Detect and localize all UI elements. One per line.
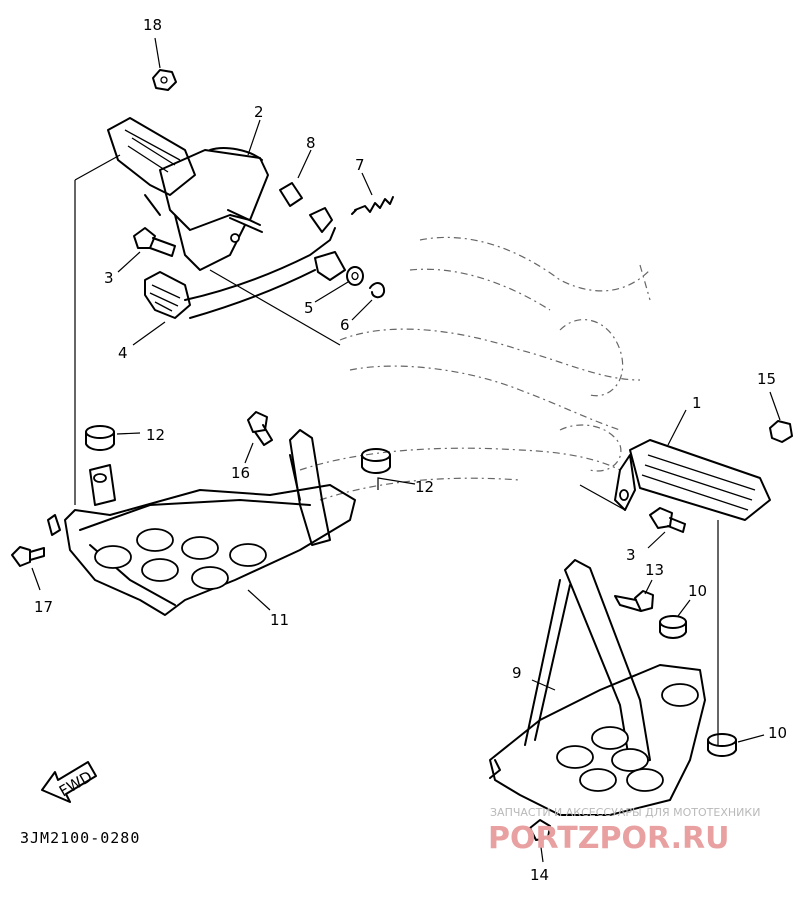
guide-lines bbox=[74, 154, 719, 745]
callout-15: 15 bbox=[757, 370, 776, 388]
callout-11: 11 bbox=[270, 611, 289, 629]
part-11-passenger-footrest-plate-left bbox=[47, 429, 356, 616]
callout-3-lower: 3 bbox=[626, 546, 636, 564]
callout-3-upper: 3 bbox=[104, 269, 114, 287]
part-8-collar bbox=[279, 182, 303, 207]
part-2-rider-footrest-bracket-left bbox=[107, 117, 269, 271]
callout-12-right: 12 bbox=[415, 478, 434, 496]
part-1-rider-footrest-right bbox=[614, 439, 771, 521]
part-10-grommet-right-b bbox=[707, 733, 737, 757]
part-5-washer bbox=[346, 266, 364, 286]
fwd-label: FWD bbox=[56, 767, 95, 800]
fwd-arrow: FWD bbox=[41, 761, 97, 803]
part-3-bolt-lower bbox=[649, 507, 686, 533]
diagram-code: 3JM2100-0280 bbox=[20, 829, 140, 847]
callout-14: 14 bbox=[530, 866, 549, 884]
part-4-brake-pedal bbox=[144, 207, 346, 319]
callout-16: 16 bbox=[231, 464, 250, 482]
callout-13: 13 bbox=[645, 561, 664, 579]
part-13-bolt bbox=[614, 590, 654, 612]
callout-numbers: 18 2 8 7 3 4 5 6 12 16 12 17 11 1 15 3 1… bbox=[34, 16, 787, 884]
callout-1: 1 bbox=[692, 394, 702, 412]
part-12-grommet-left-a bbox=[85, 425, 115, 451]
callout-10-lower: 10 bbox=[768, 724, 787, 742]
callout-2: 2 bbox=[254, 103, 264, 121]
callout-18: 18 bbox=[143, 16, 162, 34]
callout-7: 7 bbox=[355, 156, 365, 174]
callout-leaders bbox=[31, 37, 781, 863]
part-9-passenger-footrest-plate-right bbox=[489, 559, 706, 816]
part-6-cotter-pin bbox=[369, 282, 386, 299]
callout-8: 8 bbox=[306, 134, 316, 152]
callout-17: 17 bbox=[34, 598, 53, 616]
callout-5: 5 bbox=[304, 299, 314, 317]
part-12-grommet-left-b bbox=[361, 448, 391, 474]
part-7-return-spring bbox=[351, 196, 394, 215]
part-10-grommet-right-a bbox=[659, 615, 687, 639]
part-18-nut bbox=[152, 69, 177, 91]
callout-6: 6 bbox=[340, 316, 350, 334]
callout-10-upper: 10 bbox=[688, 582, 707, 600]
callout-4: 4 bbox=[118, 344, 128, 362]
part-17-bolt bbox=[11, 546, 45, 567]
part-15-nut bbox=[769, 420, 793, 443]
watermark-brand: PORTZPOR.RU bbox=[488, 821, 729, 856]
callout-9: 9 bbox=[512, 664, 522, 682]
part-16-bolt bbox=[247, 411, 273, 446]
part-3-bolt-upper bbox=[133, 227, 176, 257]
callout-12-left: 12 bbox=[146, 426, 165, 444]
watermark: ЗАПЧАСТИ И АКСЕССУАРЫ ДЛЯ МОТОТЕХНИКИ PO… bbox=[488, 806, 760, 856]
watermark-tagline: ЗАПЧАСТИ И АКСЕССУАРЫ ДЛЯ МОТОТЕХНИКИ bbox=[490, 806, 760, 819]
part-14-bolt bbox=[529, 819, 551, 841]
